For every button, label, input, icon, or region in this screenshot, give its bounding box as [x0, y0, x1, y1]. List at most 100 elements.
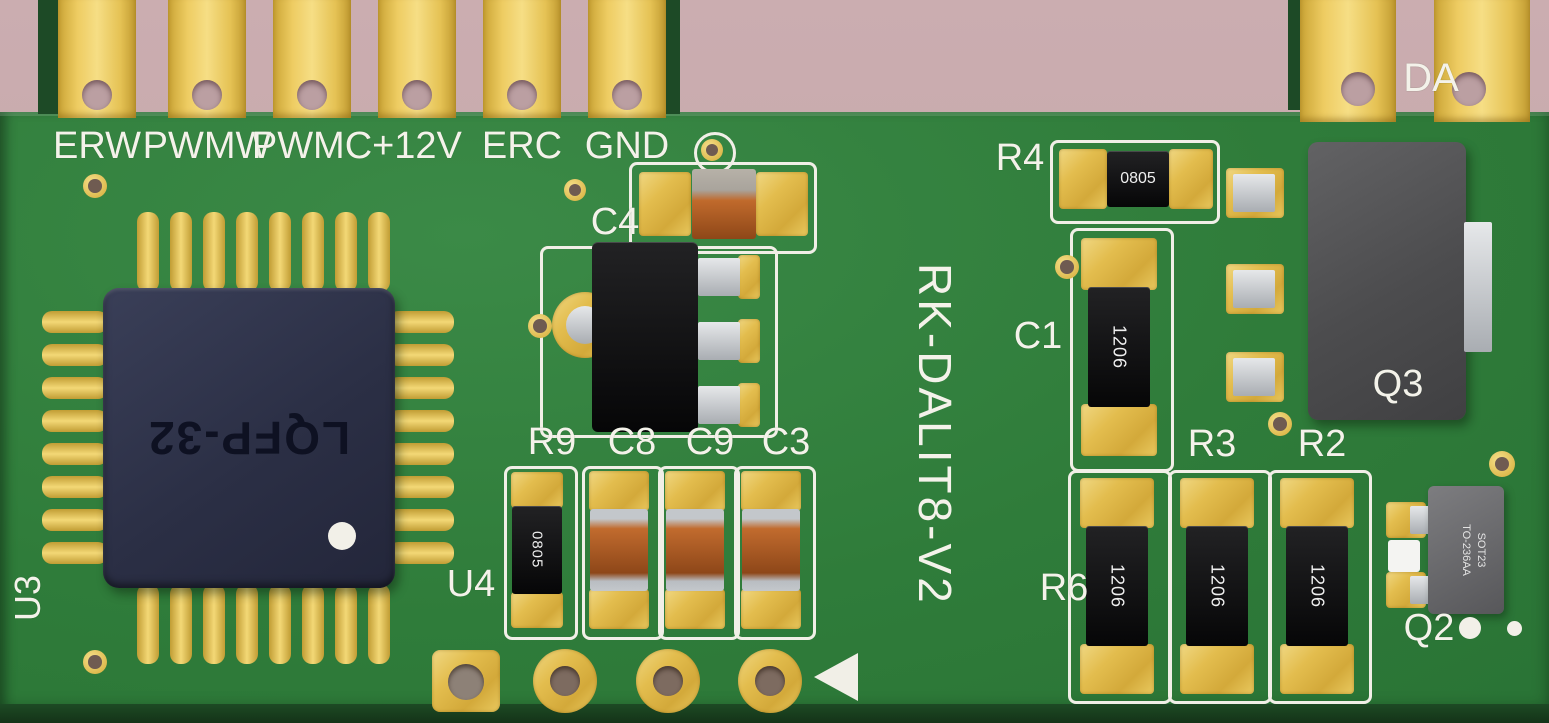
connector-label-gnd: GND [584, 125, 670, 167]
via [564, 179, 586, 201]
ic-pin [388, 410, 454, 432]
resistor-chip-3: 1206 [1286, 526, 1348, 646]
connector-label-erc: ERC [481, 125, 563, 167]
capacitor-c1-chip: 1206 [1088, 287, 1150, 407]
solder-pad [1169, 149, 1213, 209]
pad-hole [653, 666, 683, 696]
label-c8: C8 [607, 421, 657, 463]
ic-pin [368, 584, 390, 664]
ic-pin [269, 212, 291, 292]
ic-pin [42, 410, 108, 432]
chip-marking: 1206 [1307, 563, 1328, 609]
fiducial-dot [1459, 617, 1481, 639]
chip-marking: 0805 [1120, 170, 1156, 187]
ic-pin [302, 212, 324, 292]
capacitor-c9-body [666, 509, 724, 591]
ic-pin [388, 311, 454, 333]
solder-pad [738, 255, 760, 299]
label-u4: U4 [446, 563, 496, 605]
tab-hole [192, 80, 222, 110]
ic-pin [170, 584, 192, 664]
capacitor-c8-body [590, 509, 648, 591]
via [83, 174, 107, 198]
ic-pin [388, 476, 454, 498]
tab-hole [1452, 72, 1486, 106]
ic-pin [203, 584, 225, 664]
silkscreen-outline-chip3 [1268, 470, 1372, 704]
resistor-r9-chip: 0805 [512, 506, 562, 594]
label-r9: R9 [527, 421, 577, 463]
board-name: RK-DALIT8-V2 [909, 262, 961, 606]
via [83, 650, 107, 674]
label-u3: U3 [7, 574, 48, 622]
ic-pin [388, 509, 454, 531]
ic-u3-marking: LQFP-32 [147, 412, 351, 464]
resistor-chip-2: 1206 [1186, 526, 1248, 646]
regulator-lead [698, 386, 740, 424]
q2-lead [1410, 506, 1430, 534]
ic-pin [236, 584, 258, 664]
connector-tab-da-2 [1434, 0, 1530, 122]
connector-label-pwmw: PWMW [142, 125, 272, 167]
ic-pin [368, 212, 390, 292]
pad-hole [755, 666, 785, 696]
resistor-r4-chip: 0805 [1107, 151, 1169, 207]
q2-marking-jedec: TO-236AA [1460, 524, 1473, 576]
connector-label-12v: +12V [372, 125, 462, 167]
solder-pad [738, 383, 760, 427]
capacitor-c4-body [692, 169, 756, 239]
tab-hole [507, 80, 537, 110]
solder-pad [1081, 238, 1157, 290]
connector-label-erw: ERW [53, 125, 141, 167]
tab-hole [612, 80, 642, 110]
resistor-chip-1: 1206 [1086, 526, 1148, 646]
label-c1: C1 [1013, 315, 1063, 357]
ic-pin [236, 212, 258, 292]
via [1268, 412, 1292, 436]
ic-pin [42, 476, 108, 498]
board-bottom-edge [0, 704, 1549, 723]
ic-pin [137, 584, 159, 664]
regulator-body [592, 242, 698, 432]
ic-pin [42, 311, 108, 333]
solder-pad [1180, 478, 1254, 528]
silkscreen-outline-r9 [504, 466, 578, 640]
chip-marking: 1206 [1207, 563, 1228, 609]
ic-pin [335, 212, 357, 292]
q2-marking-package: SOT23 [1475, 532, 1487, 568]
ic-pin [42, 509, 108, 531]
label-q2: Q2 [1403, 607, 1455, 649]
via [528, 314, 552, 338]
solder-pad [1080, 478, 1154, 528]
ic-pin [137, 212, 159, 292]
ic-pin [335, 584, 357, 664]
q3-lead [1233, 174, 1275, 212]
q3-lead [1233, 358, 1275, 396]
tab-hole [297, 80, 327, 110]
solder-pad [741, 589, 801, 629]
board-edge-shadow [38, 0, 58, 114]
ic-pin [42, 542, 108, 564]
tab-hole [402, 80, 432, 110]
solder-pad [741, 471, 801, 511]
label-da: DA [1403, 56, 1459, 100]
solder-pad [1280, 478, 1354, 528]
solder-pad [1081, 404, 1157, 456]
ic-pin [388, 344, 454, 366]
solder-pad [738, 319, 760, 363]
tab-hole [82, 80, 112, 110]
ic-pin [203, 212, 225, 292]
ic-pin [170, 212, 192, 292]
solder-pad [511, 472, 563, 508]
ic-pin [388, 443, 454, 465]
solder-pad [1059, 149, 1107, 209]
ic-pin [42, 344, 108, 366]
transistor-q2-body: SOT23 TO-236AA [1428, 486, 1504, 614]
board-edge-shadow [1288, 0, 1302, 110]
ic-pin [269, 584, 291, 664]
label-c9: C9 [685, 421, 735, 463]
label-r6: R6 [1039, 567, 1089, 609]
via [701, 139, 723, 161]
solder-pad [1280, 644, 1354, 694]
